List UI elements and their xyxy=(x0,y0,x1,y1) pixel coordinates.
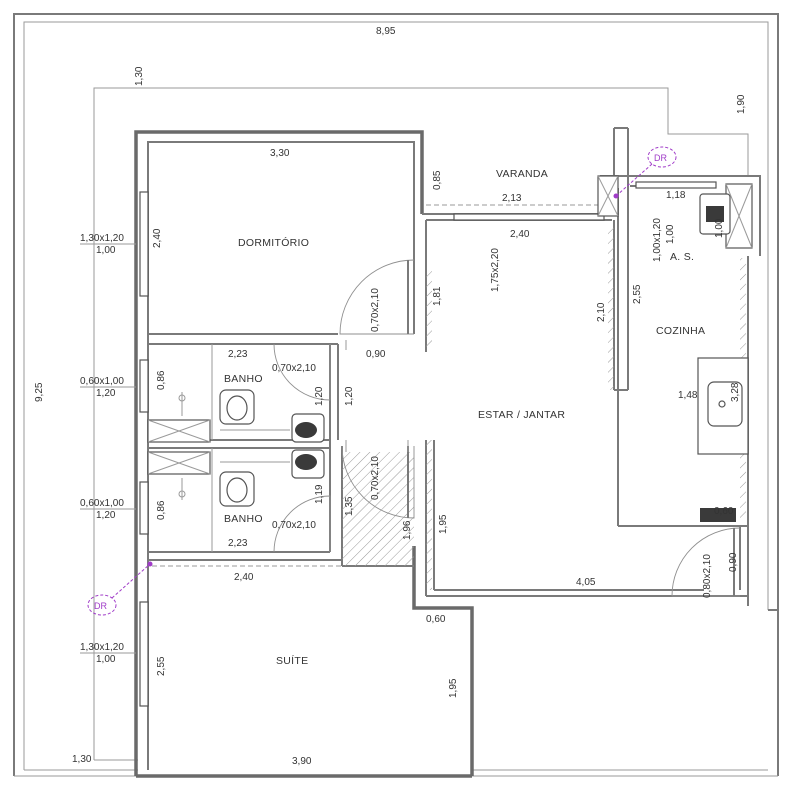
dim-hall-right: 1,96 xyxy=(402,520,413,540)
dim-cozinha-sink-inner: 3,28 xyxy=(730,382,741,402)
roof-line xyxy=(93,87,749,761)
door-entry-label: 0,80x2,10 xyxy=(702,554,713,598)
dim-banho-bottom-height: 0,86 xyxy=(156,500,167,520)
room-dormitorio: DORMITÓRIO xyxy=(238,236,309,249)
dimension-labels: 8,95 3,30 2,13 2,40 2,23 0,90 2,23 2,40 … xyxy=(72,26,734,767)
door-suite-label: 0,70x2,10 xyxy=(370,456,381,500)
dim-as-height: 1,00 xyxy=(714,218,725,238)
dim-estar-top: 2,40 xyxy=(510,229,530,240)
win-as-size: 1,00x1,20 xyxy=(652,218,663,262)
dr-label-top: DR xyxy=(654,153,667,163)
door-swings xyxy=(273,259,741,597)
dim-cozinha-sink: 1,48 xyxy=(678,390,698,401)
dim-corridor-width: 0,90 xyxy=(366,349,386,360)
win-dorm-size: 1,30x1,20 xyxy=(80,233,124,244)
window-dorm xyxy=(139,191,149,297)
win-banho1-size: 0,60x1,00 xyxy=(80,376,124,387)
dim-corridor-height: 1,20 xyxy=(344,386,355,406)
window-banho-bottom xyxy=(139,481,149,535)
room-banho-top: BANHO xyxy=(224,373,263,385)
win-suite-sill: 1,00 xyxy=(96,654,116,665)
room-suite: SUÍTE xyxy=(276,654,308,667)
win-suite-size: 1,30x1,20 xyxy=(80,642,124,653)
dim-banho-top-width: 2,23 xyxy=(228,349,248,360)
dim-banho-top-inner: 1,20 xyxy=(314,386,325,406)
room-varanda: VARANDA xyxy=(496,168,548,180)
win-banho2-size: 0,60x1,00 xyxy=(80,498,124,509)
bathroom-fixtures xyxy=(178,389,325,507)
dr-label-bottom: DR xyxy=(94,601,107,611)
dim-dorm-width: 3,30 xyxy=(270,148,290,159)
window-banho-top xyxy=(139,359,149,413)
dim-cozinha-height: 2,55 xyxy=(632,284,643,304)
dim-step: 0,60 xyxy=(426,614,446,625)
door-banho1-label: 0,70x2,10 xyxy=(272,363,316,374)
dim-suite-right: 1,95 xyxy=(448,678,459,698)
dim-varanda-height: 0,85 xyxy=(432,170,443,190)
room-cozinha: COZINHA xyxy=(656,325,705,337)
dim-estar-left-low: 1,95 xyxy=(438,514,449,534)
dim-estar-right: 2,10 xyxy=(596,302,607,322)
dim-cozinha-bottom: 0,60 xyxy=(714,506,734,517)
dim-left-strip-bottom: 1,30 xyxy=(72,754,92,765)
win-dorm-sill: 1,00 xyxy=(96,245,116,256)
win-banho2-sill: 1,20 xyxy=(96,510,116,521)
dim-overall-width: 8,95 xyxy=(376,26,396,37)
dr-marker-top xyxy=(647,146,677,168)
dim-estar-left: 1,81 xyxy=(432,286,443,306)
dim-estar-bottom: 4,05 xyxy=(576,577,596,588)
dim-banho-top-height: 0,86 xyxy=(156,370,167,390)
room-as: A. S. xyxy=(670,251,694,263)
room-labels: DORMITÓRIO BANHO BANHO VARANDA ESTAR / J… xyxy=(224,168,705,667)
win-as-sill: 1,00 xyxy=(665,224,676,244)
dim-banho-bottom-inner: 1,19 xyxy=(314,484,325,504)
dim-suite-top: 2,40 xyxy=(234,572,254,583)
dim-overall-height: 9,25 xyxy=(34,382,45,402)
dim-left-strip-top: 1,30 xyxy=(134,66,145,86)
window-suite xyxy=(139,601,149,707)
room-banho-bottom: BANHO xyxy=(224,513,263,525)
gas-box xyxy=(700,508,736,522)
dim-dorm-height: 2,40 xyxy=(152,228,163,248)
dim-hall-height: 1,35 xyxy=(344,496,355,516)
shower-boxes xyxy=(147,419,211,475)
kitchen-fixtures xyxy=(697,193,749,522)
door-varanda-label: 1,75x2,20 xyxy=(490,248,501,292)
windows xyxy=(139,175,753,707)
dr-markers: DR DR xyxy=(87,146,677,616)
lot-boundary xyxy=(13,13,779,777)
dim-top-right: 1,90 xyxy=(736,94,747,114)
window-as xyxy=(635,181,717,189)
dim-cozinha-right: 0,90 xyxy=(728,552,739,572)
vertical-dimension-labels: 9,25 1,30 1,90 2,40 0,85 1,81 1,75x2,20 … xyxy=(34,66,747,698)
window-varanda xyxy=(453,213,605,221)
dim-as-width: 1,18 xyxy=(666,190,686,201)
win-banho1-sill: 1,20 xyxy=(96,388,116,399)
dr-marker-bottom xyxy=(87,594,117,616)
dim-varanda-width: 2,13 xyxy=(502,193,522,204)
door-banho2-label: 0,70x2,10 xyxy=(272,520,316,531)
dim-suite-width: 3,90 xyxy=(292,756,312,767)
dim-suite-height: 2,55 xyxy=(156,656,167,676)
room-estar-jantar: ESTAR / JANTAR xyxy=(478,409,565,421)
dim-banho-bottom-width: 2,23 xyxy=(228,538,248,549)
door-dorm-label: 0,70x2,10 xyxy=(370,288,381,332)
